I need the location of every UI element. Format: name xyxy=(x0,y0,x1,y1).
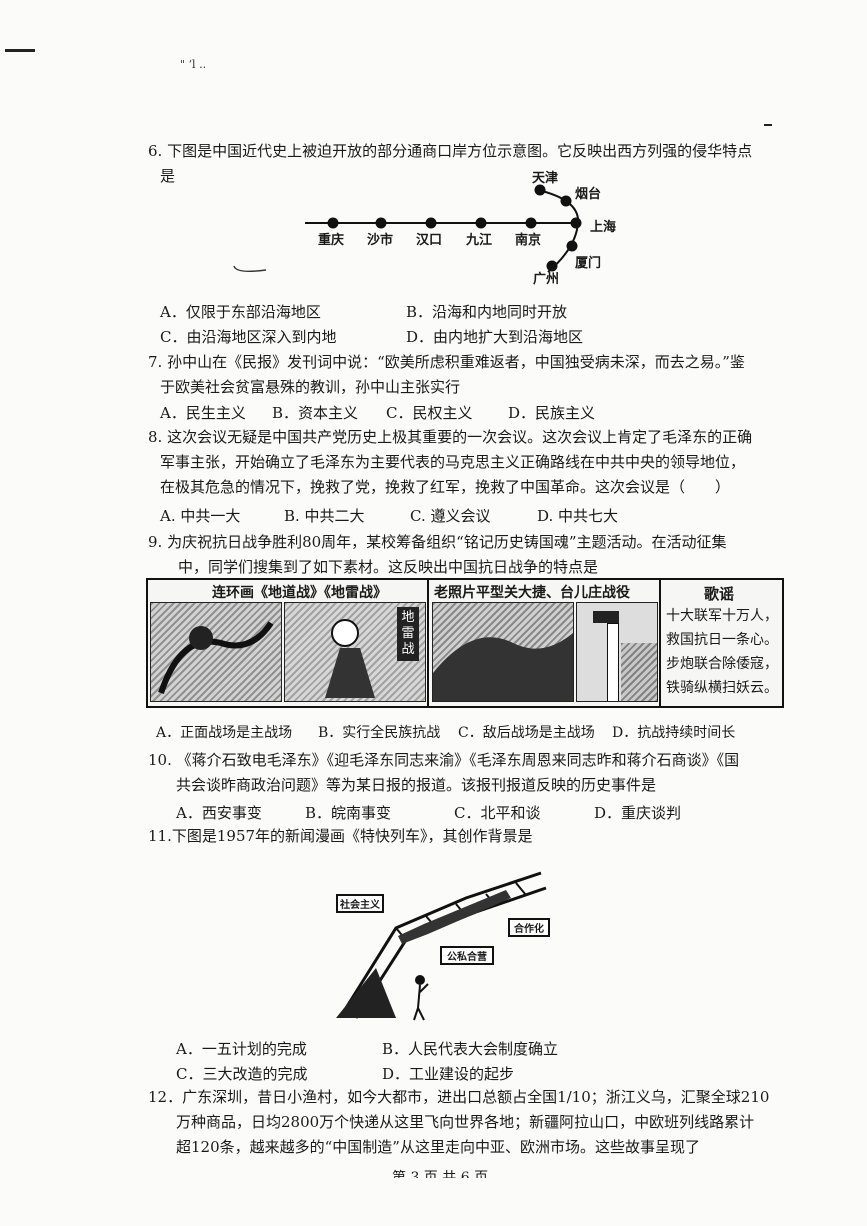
q6-option-a[interactable]: A．仅限于东部沿海地区 xyxy=(160,303,321,321)
treaty-ports-map xyxy=(305,184,582,273)
q6-stem-line1: 6. 下图是中国近代史上被迫开放的部分通商口岸方位示意图。它反映出西方列强的侵华… xyxy=(148,142,753,160)
port-dot-tianjin xyxy=(534,184,546,196)
q10-option-a[interactable]: A．西安事变 xyxy=(176,804,262,822)
landmine-sign: 地雷战 xyxy=(397,607,419,661)
q6-option-c[interactable]: C．由沿海地区深入到内地 xyxy=(160,328,337,346)
city-label-jiujiang: 九江 xyxy=(466,233,493,248)
q9-option-b[interactable]: B．实行全民族抗战 xyxy=(318,725,441,741)
port-dot-hankou xyxy=(425,217,437,229)
q7-stem-line1: 7. 孙中山在《民报》发刊词中说：“欧美所虑积重难返者，中国独受病未深，而去之易… xyxy=(148,353,745,371)
q10-option-b[interactable]: B．皖南事变 xyxy=(305,804,392,822)
port-dot-xiamen xyxy=(566,240,578,252)
q10-stem-line2: 共会谈昨商政治问题》等为某日报的报道。该报刊报道反映的历史事件是 xyxy=(176,776,657,794)
comic-landmine-warfare-image: 地雷战 xyxy=(284,602,426,702)
ballad-line-3: 步炮联合除倭寇， xyxy=(666,656,778,672)
city-label-chongqing: 重庆 xyxy=(318,233,345,248)
coast-line xyxy=(537,189,580,273)
ballad-line-1: 十大联军十万人， xyxy=(666,608,778,624)
q8-option-b[interactable]: B. 中共二大 xyxy=(284,507,365,525)
joint-venture-sign: 公私合营 xyxy=(440,946,494,965)
q12-stem-line3: 超120条，越来越多的“中国制造”从这里走向中亚、欧洲市场。这些故事呈现了 xyxy=(176,1138,700,1156)
q10-option-d[interactable]: D．重庆谈判 xyxy=(594,804,682,822)
port-dot-shanghai xyxy=(570,217,582,229)
port-dot-chongqing xyxy=(327,217,339,229)
q11-stem: 11.下图是1957年的新闻漫画《特快列车》，其创作背景是 xyxy=(148,827,533,845)
city-label-shanghai: 上海 xyxy=(590,220,617,235)
q11-option-c[interactable]: C．三大改造的完成 xyxy=(176,1065,308,1083)
q9-stem-line2: 中，同学们搜集到了如下素材。这反映出中国抗日战争的特点是 xyxy=(178,558,599,576)
q7-option-c[interactable]: C．民权主义 xyxy=(386,404,473,422)
q7-option-a[interactable]: A．民生主义 xyxy=(160,404,246,422)
pen-mark xyxy=(233,265,267,273)
q8-option-d[interactable]: D. 中共七大 xyxy=(537,507,619,525)
q8-stem-line1: 8. 这次会议无疑是中国共产党历史上极其重要的一次会议。这次会议上肯定了毛泽东的… xyxy=(148,428,753,446)
comic-tunnel-warfare-image xyxy=(150,602,282,702)
q7-stem-line2: 于欧美社会贫富悬殊的教训，孙中山主张实行 xyxy=(160,378,461,396)
q11-option-d[interactable]: D．工业建设的起步 xyxy=(382,1065,515,1083)
q11-option-a[interactable]: A．一五计划的完成 xyxy=(176,1040,307,1058)
city-label-guangzhou: 广州 xyxy=(533,272,560,287)
q9-stem-line1: 9. 为庆祝抗日战争胜利80周年，某校筹备组织“铭记历史铸国魂”主题活动。在活动… xyxy=(148,533,727,551)
q9-option-c[interactable]: C．敌后战场是主战场 xyxy=(458,725,595,741)
city-label-shashi: 沙市 xyxy=(367,233,394,248)
q8-option-c[interactable]: C. 遵义会议 xyxy=(410,507,491,525)
q9-divider xyxy=(659,578,661,706)
q9-panel1-title: 连环画《地道战》《地雷战》 xyxy=(212,585,387,601)
q9-panel3-title: 歌谣 xyxy=(704,585,735,603)
q7-option-d[interactable]: D．民族主义 xyxy=(508,404,596,422)
photo-pingxingguan-image xyxy=(432,602,574,702)
city-label-tianjin: 天津 xyxy=(532,171,559,186)
port-dot-jiujiang xyxy=(475,217,487,229)
scan-mark xyxy=(764,124,772,126)
q10-option-c[interactable]: C．北平和谈 xyxy=(454,804,541,822)
express-train-cartoon: 社会主义 合作化 公私合营 xyxy=(336,868,550,1024)
q6-stem-line2: 是 xyxy=(160,167,176,185)
city-label-xiamen: 厦门 xyxy=(575,256,602,271)
q7-option-b[interactable]: B．资本主义 xyxy=(272,404,359,422)
ballad-line-4: 铁骑纵横扫妖云。 xyxy=(666,680,778,696)
port-dot-shashi xyxy=(375,217,387,229)
page-footer: 第 3 页 共 6 页 xyxy=(392,1170,489,1178)
q8-option-a[interactable]: A. 中共一大 xyxy=(160,507,241,525)
q12-stem-line2: 万种商品，日均2800万个快递从这里飞向世界各地；新疆阿拉山口，中欧班列线路累计 xyxy=(176,1113,755,1131)
ballad-line-2: 救国抗日一条心。 xyxy=(666,632,778,648)
q8-stem-line3: 在极其危急的情况下，挽救了党，挽救了红军，挽救了中国革命。这次会议是（ ） xyxy=(160,478,731,496)
port-dot-yantai xyxy=(560,195,572,207)
q6-option-b[interactable]: B．沿海和内地同时开放 xyxy=(406,303,568,321)
q8-stem-line2: 军事主张，开始确立了毛泽东为主要代表的马克思主义正确路线在中共中央的领导地位， xyxy=(160,453,746,471)
port-dot-guangzhou xyxy=(546,260,558,272)
city-label-hankou: 汉口 xyxy=(416,233,443,248)
photo-taierzhuang-image xyxy=(576,602,658,702)
header-fragment: " ‘l .. xyxy=(180,58,207,71)
q9-option-d[interactable]: D．抗战持续时间长 xyxy=(612,725,736,741)
city-label-nanjing: 南京 xyxy=(515,233,542,248)
socialism-sign: 社会主义 xyxy=(336,894,384,913)
q9-panel2-title: 老照片平型关大捷、台儿庄战役 xyxy=(434,585,630,601)
q10-stem-line1: 10. 《蒋介石致电毛泽东》《迎毛泽东同志来渝》《毛泽东周恩来同志昨和蒋介石商谈… xyxy=(148,751,740,769)
q12-stem-line1: 12．广东深圳，昔日小渔村，如今大都市，进出口总额占全国1/10；浙江义乌，汇聚… xyxy=(148,1088,770,1106)
q9-option-a[interactable]: A．正面战场是主战场 xyxy=(156,725,293,741)
q6-option-d[interactable]: D．由内地扩大到沿海地区 xyxy=(406,328,584,346)
q9-divider xyxy=(427,578,429,706)
cooperation-sign: 合作化 xyxy=(508,918,550,937)
city-label-yantai: 烟台 xyxy=(575,187,602,202)
port-dot-nanjing xyxy=(525,217,537,229)
q11-option-b[interactable]: B．人民代表大会制度确立 xyxy=(382,1040,559,1058)
scan-mark xyxy=(5,49,35,52)
